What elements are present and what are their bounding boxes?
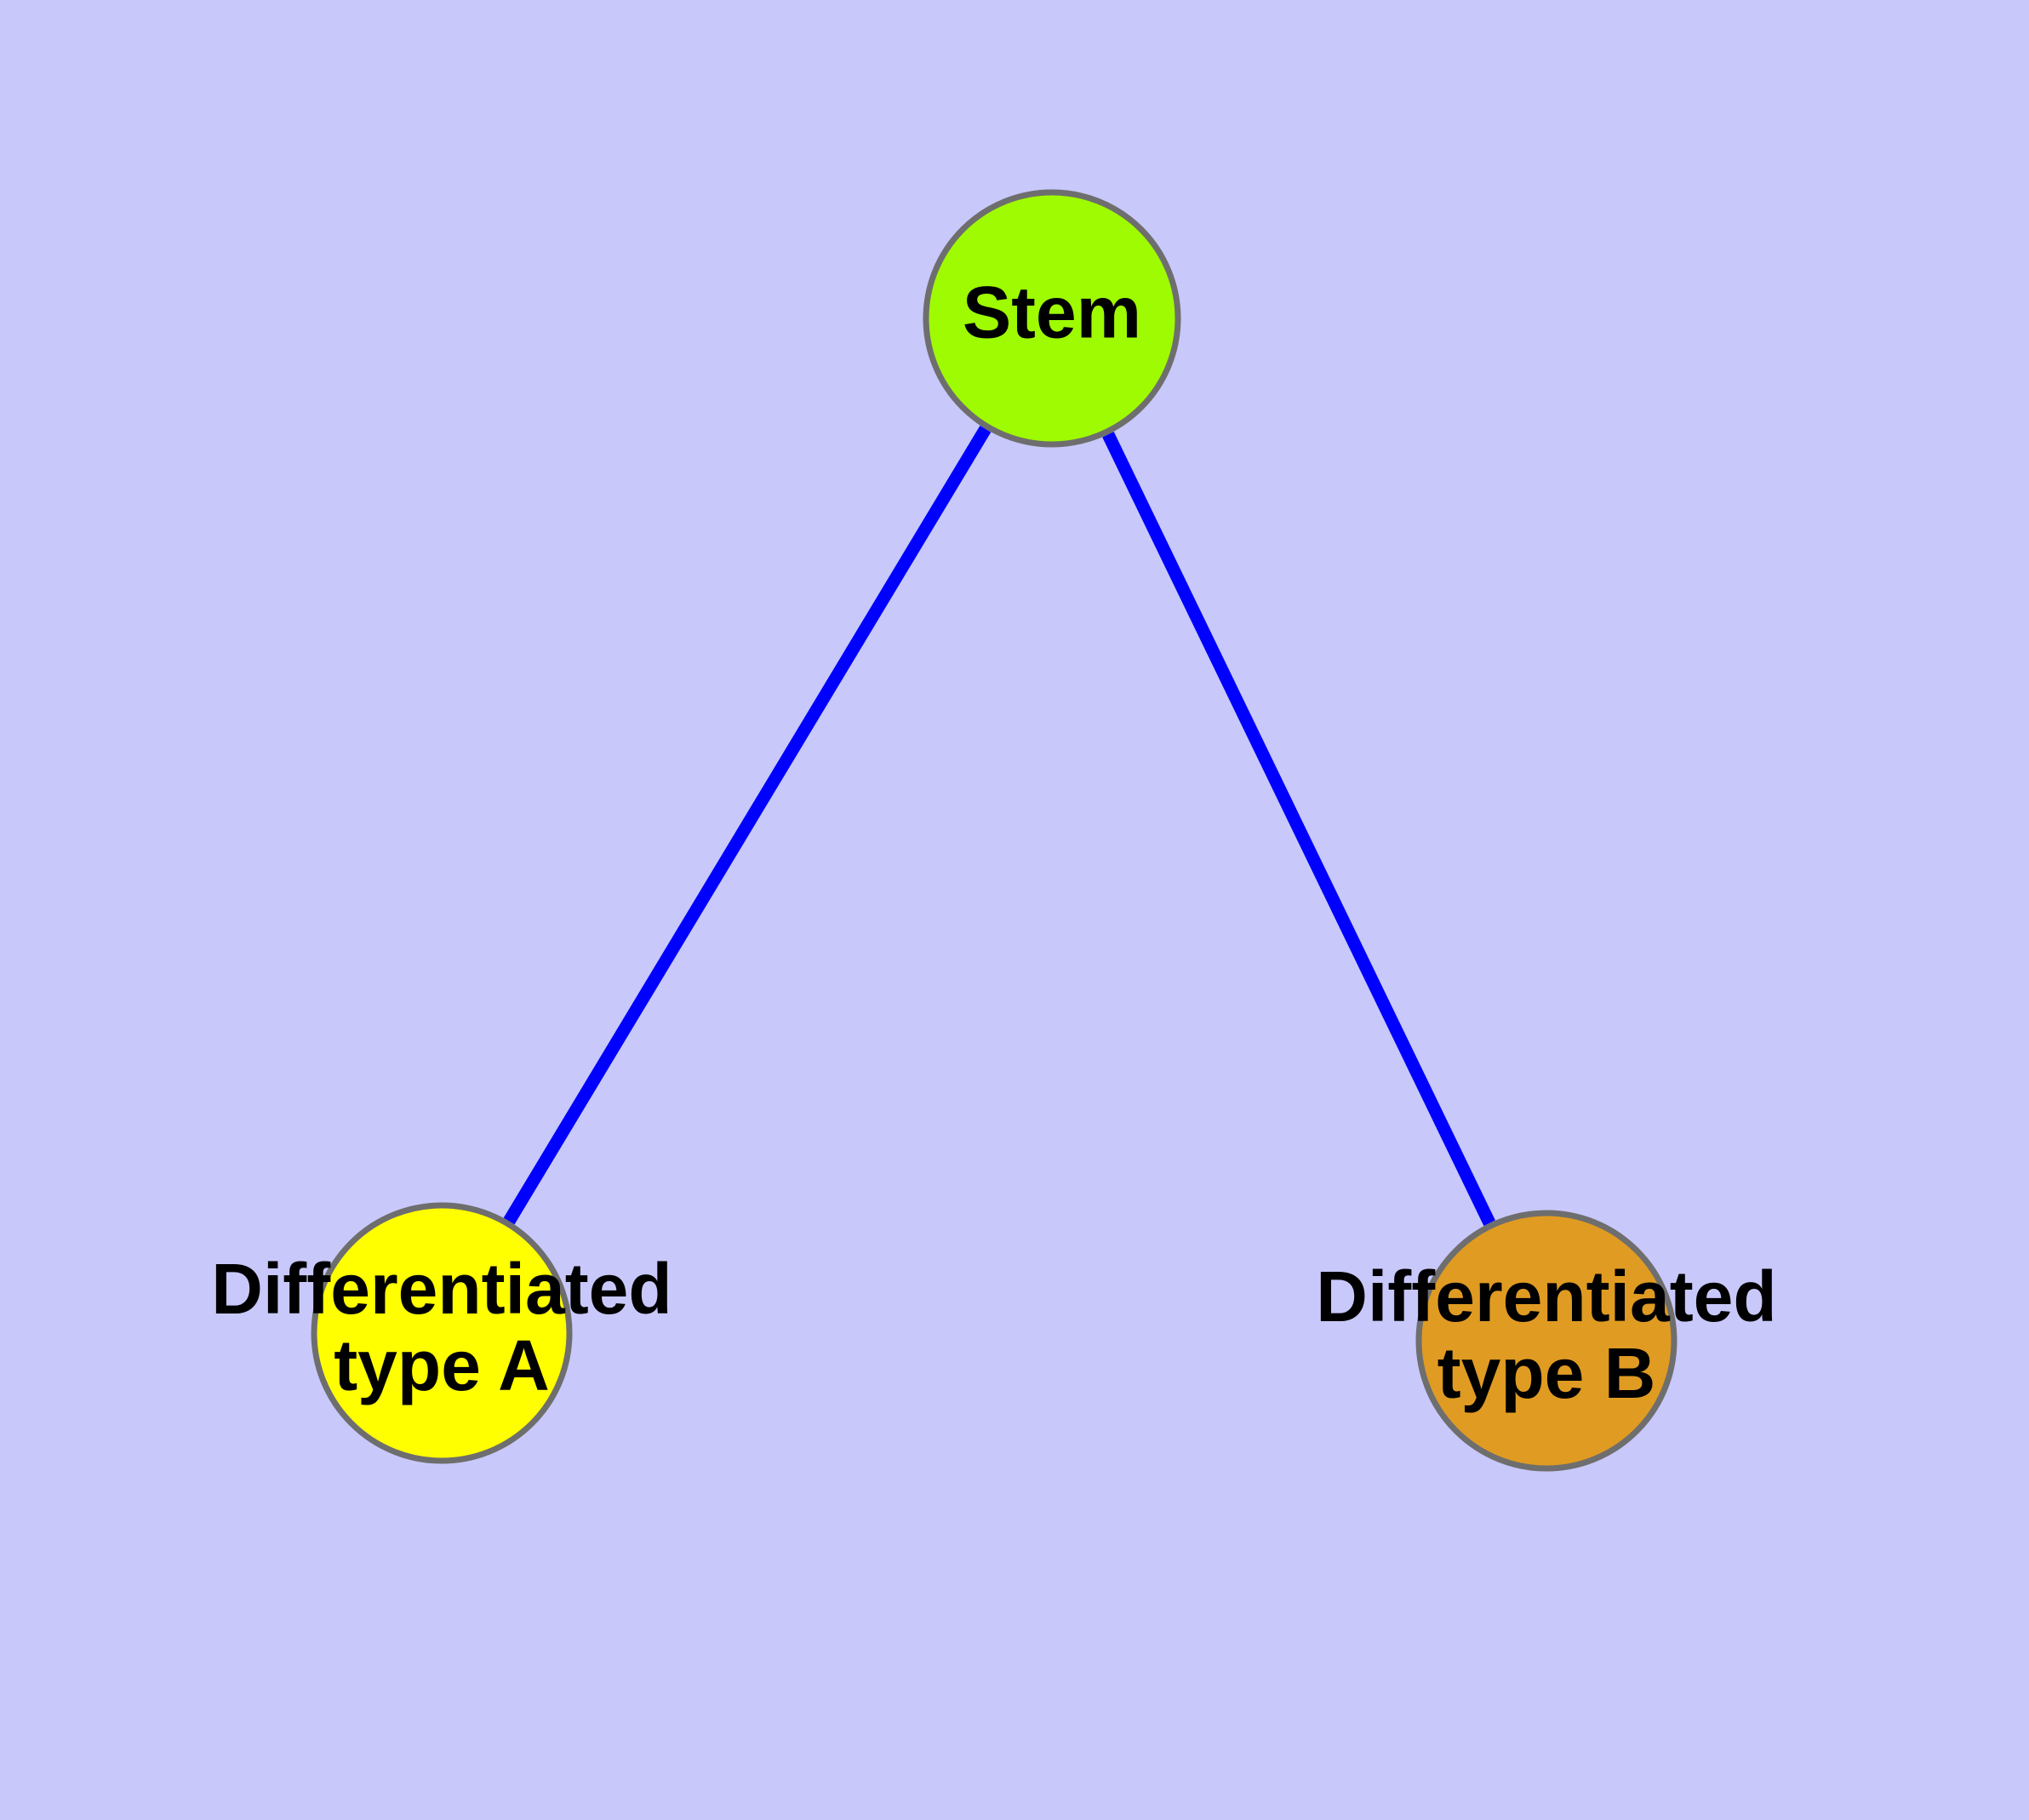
node-label-line: Differentiated bbox=[1316, 1256, 1776, 1336]
edges-layer bbox=[503, 425, 1495, 1227]
node-diff-b[interactable] bbox=[1415, 1210, 1677, 1472]
edge-stem-to-a[interactable] bbox=[503, 425, 992, 1225]
node-label-stem: Stem bbox=[963, 272, 1141, 354]
nodes-layer bbox=[311, 189, 1677, 1472]
node-label-line: Stem bbox=[963, 272, 1141, 354]
edge-stem-to-b[interactable] bbox=[1102, 432, 1495, 1227]
node-label-line: type B bbox=[1437, 1333, 1656, 1413]
node-label-line: type A bbox=[334, 1325, 550, 1405]
node-diff-a[interactable] bbox=[311, 1202, 573, 1464]
node-label-line: Differentiated bbox=[211, 1249, 672, 1329]
node-stem[interactable] bbox=[923, 189, 1181, 448]
